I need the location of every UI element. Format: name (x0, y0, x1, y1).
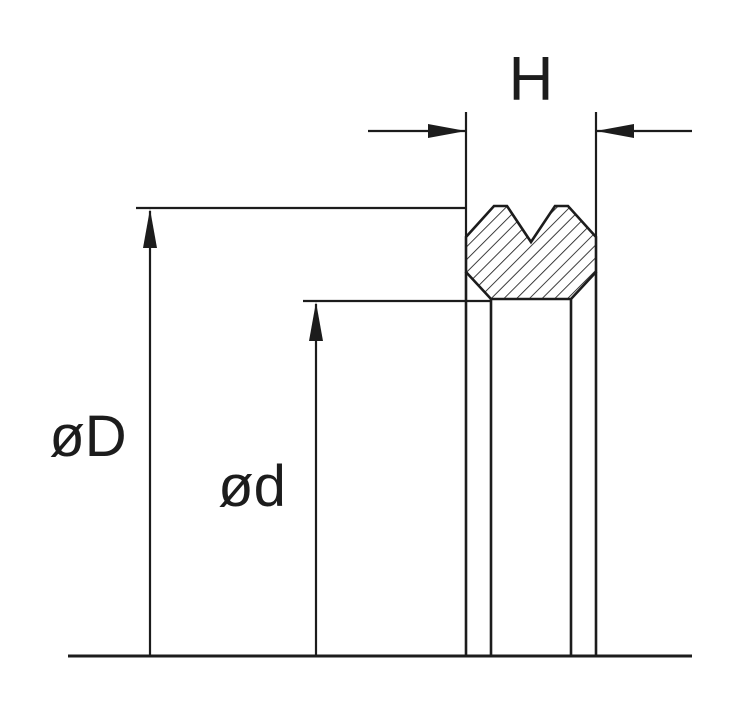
seal-profile-hatched (464, 204, 598, 301)
dimension-label-outer-diameter: øD (49, 404, 126, 469)
arrowhead-outer-diameter (143, 209, 157, 248)
line-work (68, 112, 692, 658)
arrowheads (143, 124, 634, 341)
dimension-label-height: H (509, 45, 554, 114)
dimension-labels: H øD ød (49, 45, 553, 519)
arrowhead-inner-diameter (309, 302, 323, 341)
dimension-label-inner-diameter: ød (218, 454, 286, 519)
arrowhead-h-left (428, 124, 466, 138)
arrowhead-h-right (596, 124, 634, 138)
